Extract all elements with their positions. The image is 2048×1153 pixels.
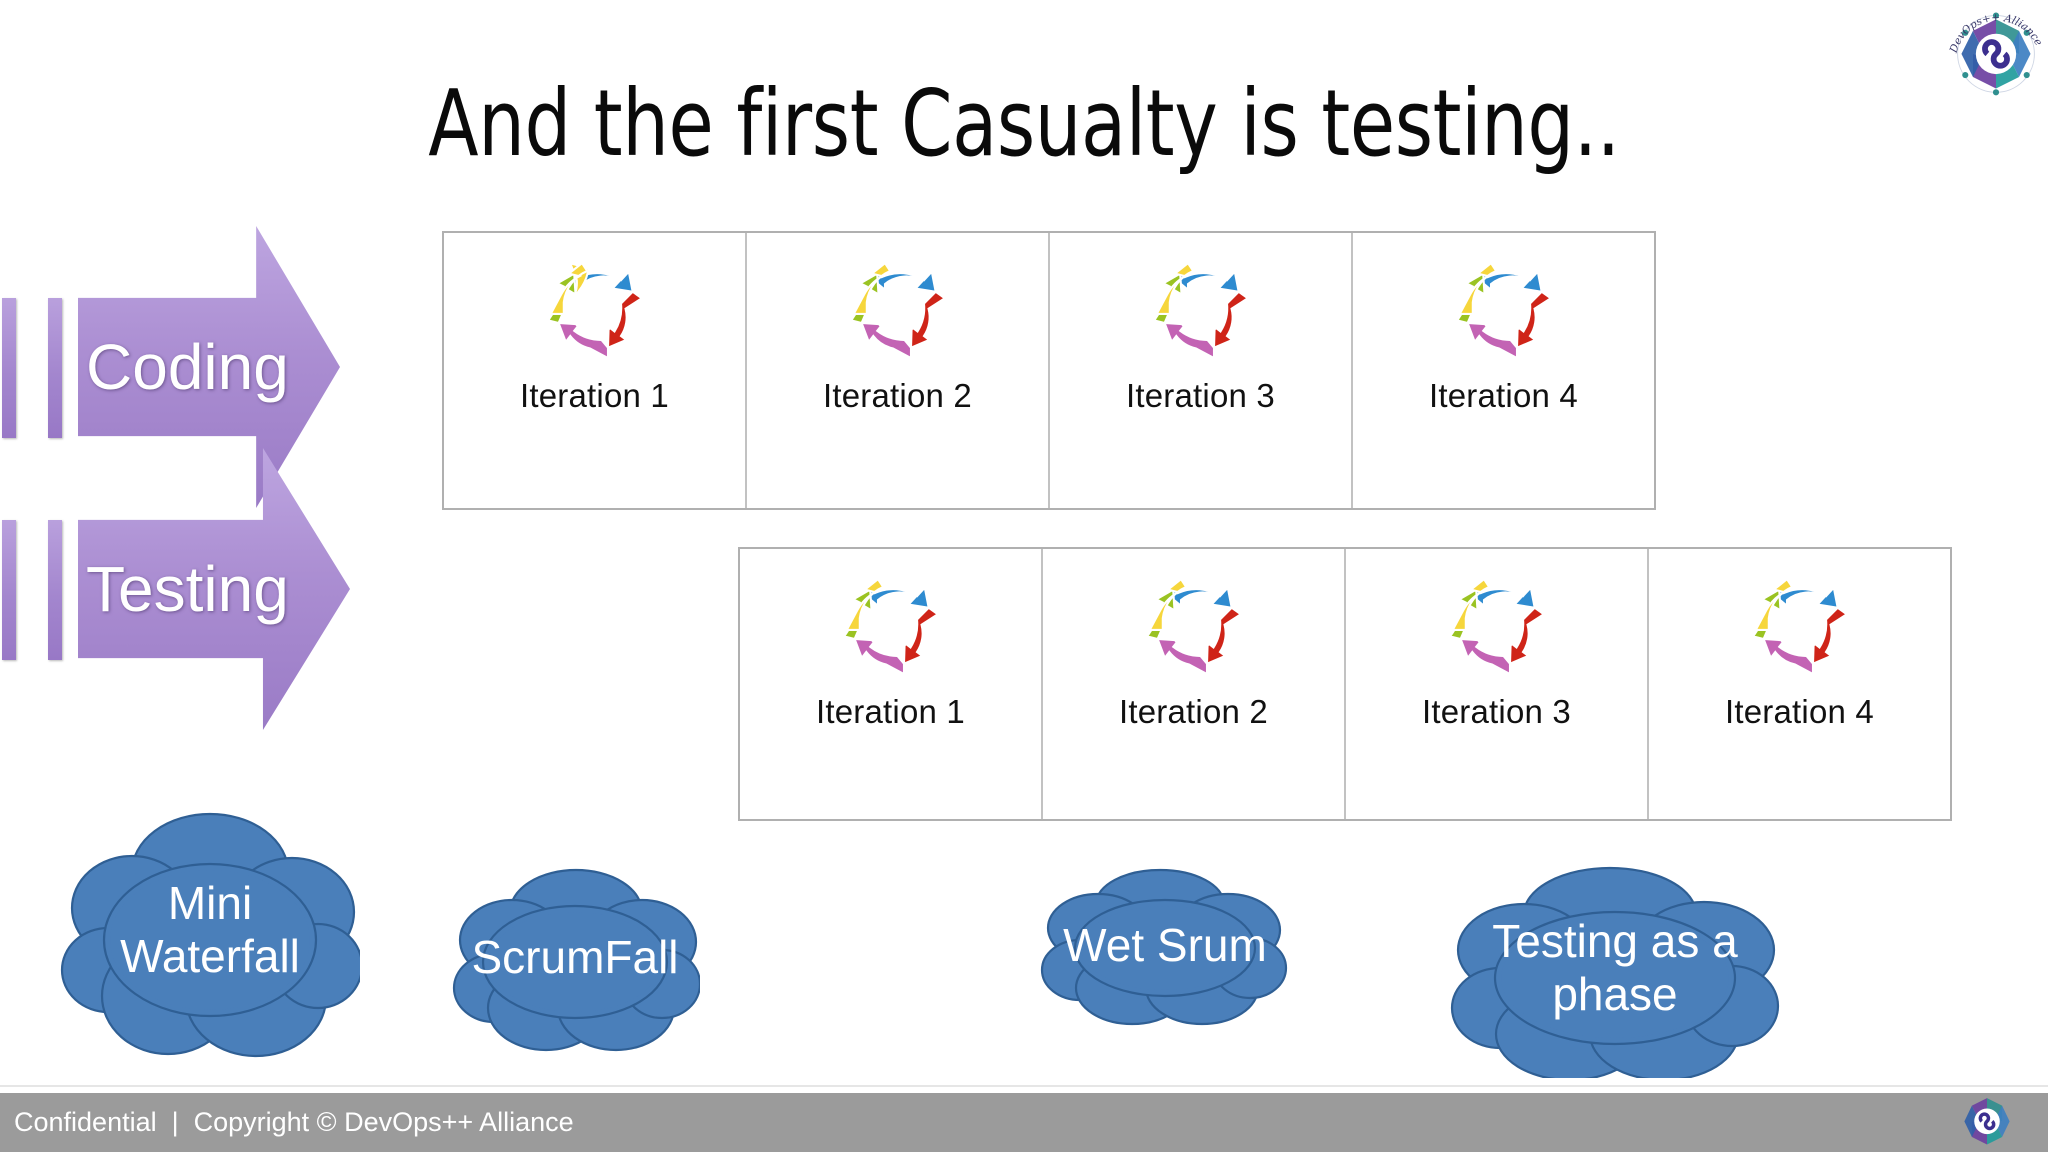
arrow-bar-1	[2, 520, 16, 660]
cycle-arrows-icon	[849, 261, 947, 360]
devops-infinity-logo-icon: DevOps++ Alliance	[1947, 4, 2044, 100]
cloud-testing-as-a-phase[interactable]: Testing as a phase	[1450, 858, 1780, 1078]
iteration-cell[interactable]: Iteration 4	[1353, 233, 1654, 508]
iteration-cell[interactable]: Iteration 2	[1043, 549, 1346, 819]
cloud-mini-waterfall[interactable]: Mini Waterfall	[60, 800, 360, 1060]
footer-divider	[0, 1085, 2048, 1087]
cloud-scrumfall[interactable]: ScrumFall	[450, 862, 700, 1052]
cycle-arrows-icon	[1455, 261, 1553, 360]
footer-bar: Confidential | Copyright © DevOps++ Alli…	[0, 1093, 2048, 1152]
cycle-arrows-icon	[1152, 261, 1250, 360]
testing-iterations-strip: Iteration 1 Iteration 2	[738, 547, 1952, 821]
cloud-shape	[452, 868, 700, 1052]
cycle-arrows-icon	[546, 261, 644, 360]
coding-iterations-strip: Iteration 1 Iteration 2	[442, 231, 1656, 510]
page-title: And the first Casualty is testing..	[428, 70, 1620, 177]
iteration-label: Iteration 4	[1429, 377, 1578, 414]
arrow-bar-2	[48, 520, 62, 660]
iteration-cell[interactable]: Iteration 3	[1346, 549, 1649, 819]
iteration-label: Iteration 1	[816, 693, 965, 730]
iteration-label: Iteration 2	[823, 377, 972, 414]
cycle-arrows-icon	[1751, 577, 1849, 676]
cycle-arrows-icon	[1145, 577, 1243, 676]
arrow-bar-1	[2, 298, 16, 438]
iteration-label: Iteration 2	[1119, 693, 1268, 730]
cycle-arrows-icon	[1448, 577, 1546, 676]
footer-text: Confidential | Copyright © DevOps++ Alli…	[14, 1107, 574, 1137]
iteration-label: Iteration 3	[1126, 377, 1275, 414]
iteration-label: Iteration 1	[520, 377, 669, 414]
iteration-cell[interactable]: Iteration 2	[747, 233, 1050, 508]
iteration-label: Iteration 3	[1422, 693, 1571, 730]
arrow-body-shape	[78, 448, 350, 730]
footer-devops-logo-icon	[1958, 1090, 2016, 1148]
cycle-arrows-icon	[842, 577, 940, 676]
cloud-shape	[60, 812, 360, 1058]
arrow-testing[interactable]: Testing	[0, 448, 350, 730]
iteration-label: Iteration 4	[1725, 693, 1874, 730]
cloud-shape	[1450, 866, 1780, 1078]
iteration-cell[interactable]: Iteration 3	[1050, 233, 1353, 508]
cloud-wet-srum[interactable]: Wet Srum	[1040, 862, 1290, 1028]
arrow-bar-2	[48, 298, 62, 438]
iteration-cell[interactable]: Iteration 4	[1649, 549, 1950, 819]
iteration-cell[interactable]: Iteration 1	[444, 233, 747, 508]
iteration-cell[interactable]: Iteration 1	[740, 549, 1043, 819]
cloud-shape	[1040, 868, 1288, 1026]
